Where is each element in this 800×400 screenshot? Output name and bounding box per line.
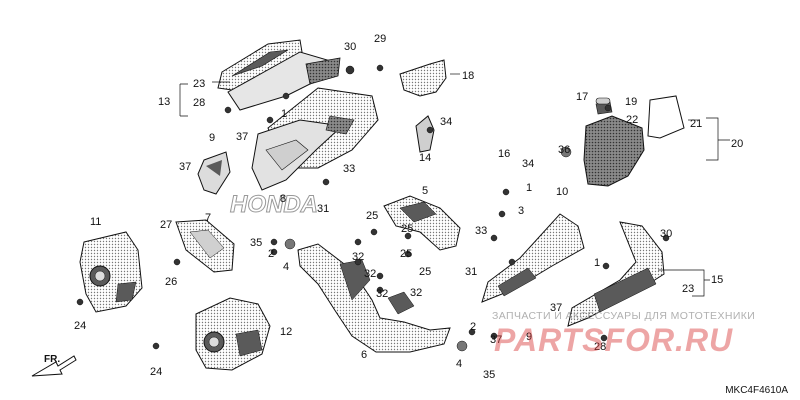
- callout-14[interactable]: 14: [419, 152, 432, 164]
- callout-32b[interactable]: 32: [364, 268, 377, 280]
- callout-4b[interactable]: 4: [456, 358, 463, 370]
- callout-35b[interactable]: 35: [483, 369, 496, 381]
- stay-bracket-part[interactable]: [415, 115, 435, 153]
- bracket-part[interactable]: [305, 57, 447, 97]
- right-side-cover-part[interactable]: [195, 297, 271, 371]
- callout-31b[interactable]: 31: [465, 266, 478, 278]
- callout-12[interactable]: 12: [280, 326, 293, 338]
- callout-25a[interactable]: 25: [366, 210, 379, 222]
- left-side-cover-part[interactable]: [79, 231, 143, 313]
- meter-cover-assembly-part[interactable]: [583, 95, 685, 187]
- callout-31a[interactable]: 31: [317, 203, 330, 215]
- side-panel-part[interactable]: [175, 219, 235, 273]
- callout-18[interactable]: 18: [462, 70, 475, 82]
- callout-27[interactable]: 27: [160, 219, 173, 231]
- under-cowl-part[interactable]: [481, 213, 665, 327]
- front-direction-label: FR.: [44, 354, 61, 365]
- callout-25c[interactable]: 25: [400, 248, 413, 260]
- callout-4a[interactable]: 4: [283, 261, 290, 273]
- callout-33b[interactable]: 33: [475, 225, 488, 237]
- callout-37b[interactable]: 37: [179, 161, 192, 173]
- callout-1[interactable]: 1: [281, 108, 288, 120]
- callout-26[interactable]: 26: [165, 276, 178, 288]
- callout-22[interactable]: 22: [626, 114, 639, 126]
- front-direction-arrow: [31, 355, 77, 377]
- callout-19[interactable]: 19: [625, 96, 638, 108]
- callout-37d[interactable]: 37: [490, 334, 503, 346]
- callout-10[interactable]: 10: [556, 186, 569, 198]
- callout-15[interactable]: 15: [711, 274, 724, 286]
- inner-upper-cover-part[interactable]: [251, 87, 379, 191]
- callout-36[interactable]: 36: [558, 144, 571, 156]
- callout-29[interactable]: 29: [374, 33, 387, 45]
- callout-23[interactable]: 23: [193, 78, 206, 90]
- callout-25d[interactable]: 25: [419, 266, 432, 278]
- callout-32a[interactable]: 32: [352, 251, 365, 263]
- callout-32d[interactable]: 32: [410, 287, 423, 299]
- callout-37c[interactable]: 37: [550, 302, 563, 314]
- callout-24a[interactable]: 24: [74, 320, 87, 332]
- callout-20[interactable]: 20: [731, 138, 744, 150]
- callout-16[interactable]: 16: [498, 148, 511, 160]
- callout-32c[interactable]: 32: [376, 288, 389, 300]
- center-duct-part[interactable]: [383, 195, 461, 251]
- callout-1c[interactable]: 1: [594, 257, 601, 269]
- lower-cowl-part[interactable]: [297, 243, 451, 353]
- leader-lines: [179, 73, 730, 297]
- callout-9b[interactable]: 9: [526, 331, 533, 343]
- callout-30[interactable]: 30: [344, 41, 357, 53]
- small-side-cover-part[interactable]: [197, 151, 231, 195]
- emblem-text: HONDA: [230, 191, 318, 218]
- fasteners: [76, 64, 670, 352]
- callout-17[interactable]: 17: [576, 91, 589, 103]
- callout-37a[interactable]: 37: [236, 131, 249, 143]
- callout-13[interactable]: 13: [158, 96, 171, 108]
- callout-3[interactable]: 3: [518, 205, 525, 217]
- callout-34b[interactable]: 34: [522, 158, 535, 170]
- callout-1b[interactable]: 1: [526, 182, 533, 194]
- callout-25b[interactable]: 25: [401, 223, 414, 235]
- callout-35a[interactable]: 35: [250, 237, 263, 249]
- callout-24b[interactable]: 24: [150, 366, 163, 378]
- callout-34a[interactable]: 34: [440, 116, 453, 128]
- callout-28[interactable]: 28: [193, 97, 206, 109]
- callout-2b[interactable]: 2: [470, 321, 477, 333]
- callout-5[interactable]: 5: [422, 185, 429, 197]
- callout-7[interactable]: 7: [205, 212, 212, 224]
- callout-21[interactable]: 21: [690, 118, 703, 130]
- callout-11[interactable]: 11: [90, 216, 102, 228]
- diagram-code: MKC4F4610A: [725, 385, 788, 396]
- callout-8[interactable]: 8: [280, 193, 287, 205]
- callout-9a[interactable]: 9: [209, 132, 216, 144]
- callout-28b[interactable]: 28: [594, 341, 607, 353]
- callout-30b[interactable]: 30: [660, 228, 673, 240]
- callout-2a[interactable]: 2: [268, 248, 275, 260]
- callout-33a[interactable]: 33: [343, 163, 356, 175]
- callout-23b[interactable]: 23: [682, 283, 695, 295]
- honda-emblem-outline: HONDA: [230, 191, 319, 219]
- callout-6[interactable]: 6: [361, 349, 368, 361]
